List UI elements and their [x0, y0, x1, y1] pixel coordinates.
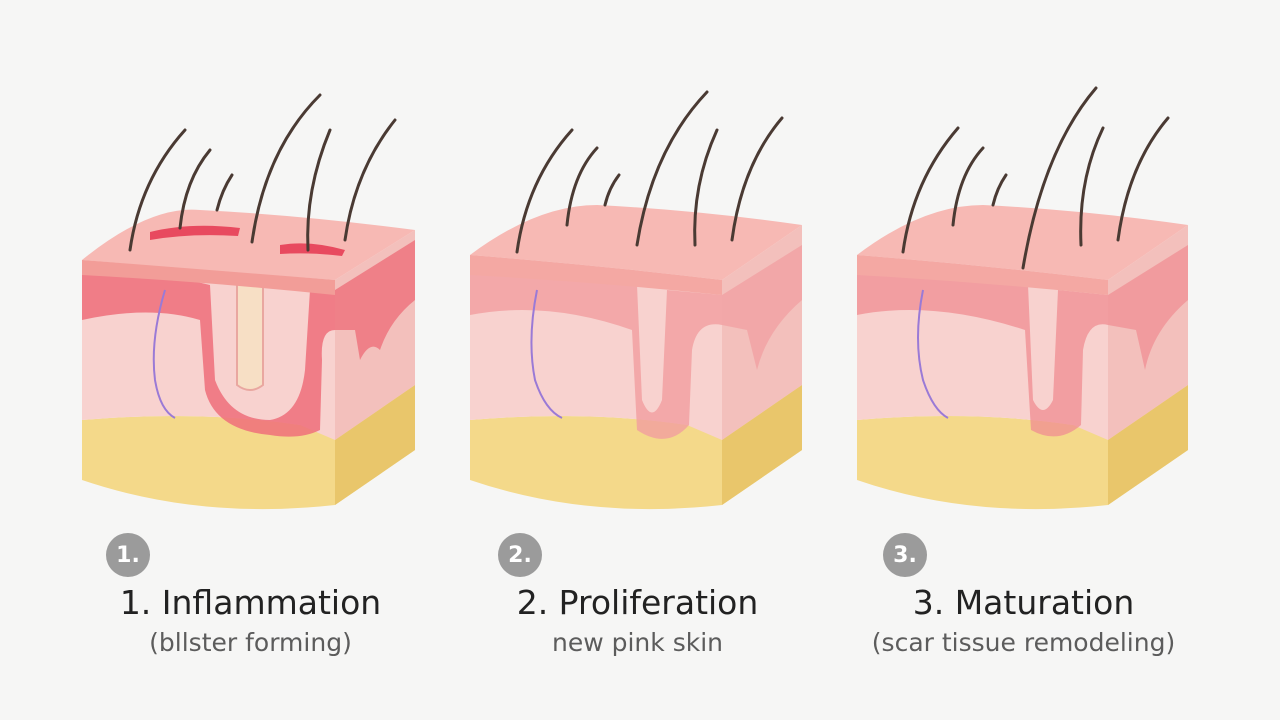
fat-layer [82, 385, 415, 510]
hairs [128, 93, 397, 252]
blister-right [280, 243, 345, 256]
follicle [236, 269, 264, 391]
stage-title-2: 2. Proliferation [516, 583, 759, 622]
stage-title-1: 1. Inflammation [119, 583, 382, 622]
epidermis-edge [82, 260, 335, 295]
stage-badge-1: 1. [106, 533, 150, 577]
stage-panel-1: 1. 1. Inflammation (bllster forming) [0, 0, 427, 720]
epidermis-top [82, 209, 415, 280]
stage-badge-3: 3. [883, 533, 927, 577]
stage-panel-3: 3. 3. Maturation (scar tissue remodeling… [853, 0, 1280, 720]
inflamed-side [335, 240, 415, 360]
blood-vessel [152, 289, 176, 419]
skin-block-inflammation [82, 93, 415, 510]
stage-subtitle-3: (scar tissue remodeling) [871, 628, 1176, 657]
skin-block-maturation [857, 86, 1188, 510]
stage-subtitle-1: (bllster forming) [149, 628, 352, 657]
stage-panel-2: 2. 2. Proliferation new pink skin [427, 0, 854, 720]
stage-subtitle-2: new pink skin [552, 628, 723, 657]
blister-left [150, 225, 240, 240]
skin-block-proliferation [470, 90, 802, 510]
stage-badge-2: 2. [498, 533, 542, 577]
new-tissue [470, 271, 722, 439]
remodeled-tissue [857, 271, 1108, 437]
stage-title-3: 3. Maturation [912, 583, 1135, 622]
inflamed-tissue [82, 273, 335, 437]
fat-layer-side [335, 385, 415, 505]
